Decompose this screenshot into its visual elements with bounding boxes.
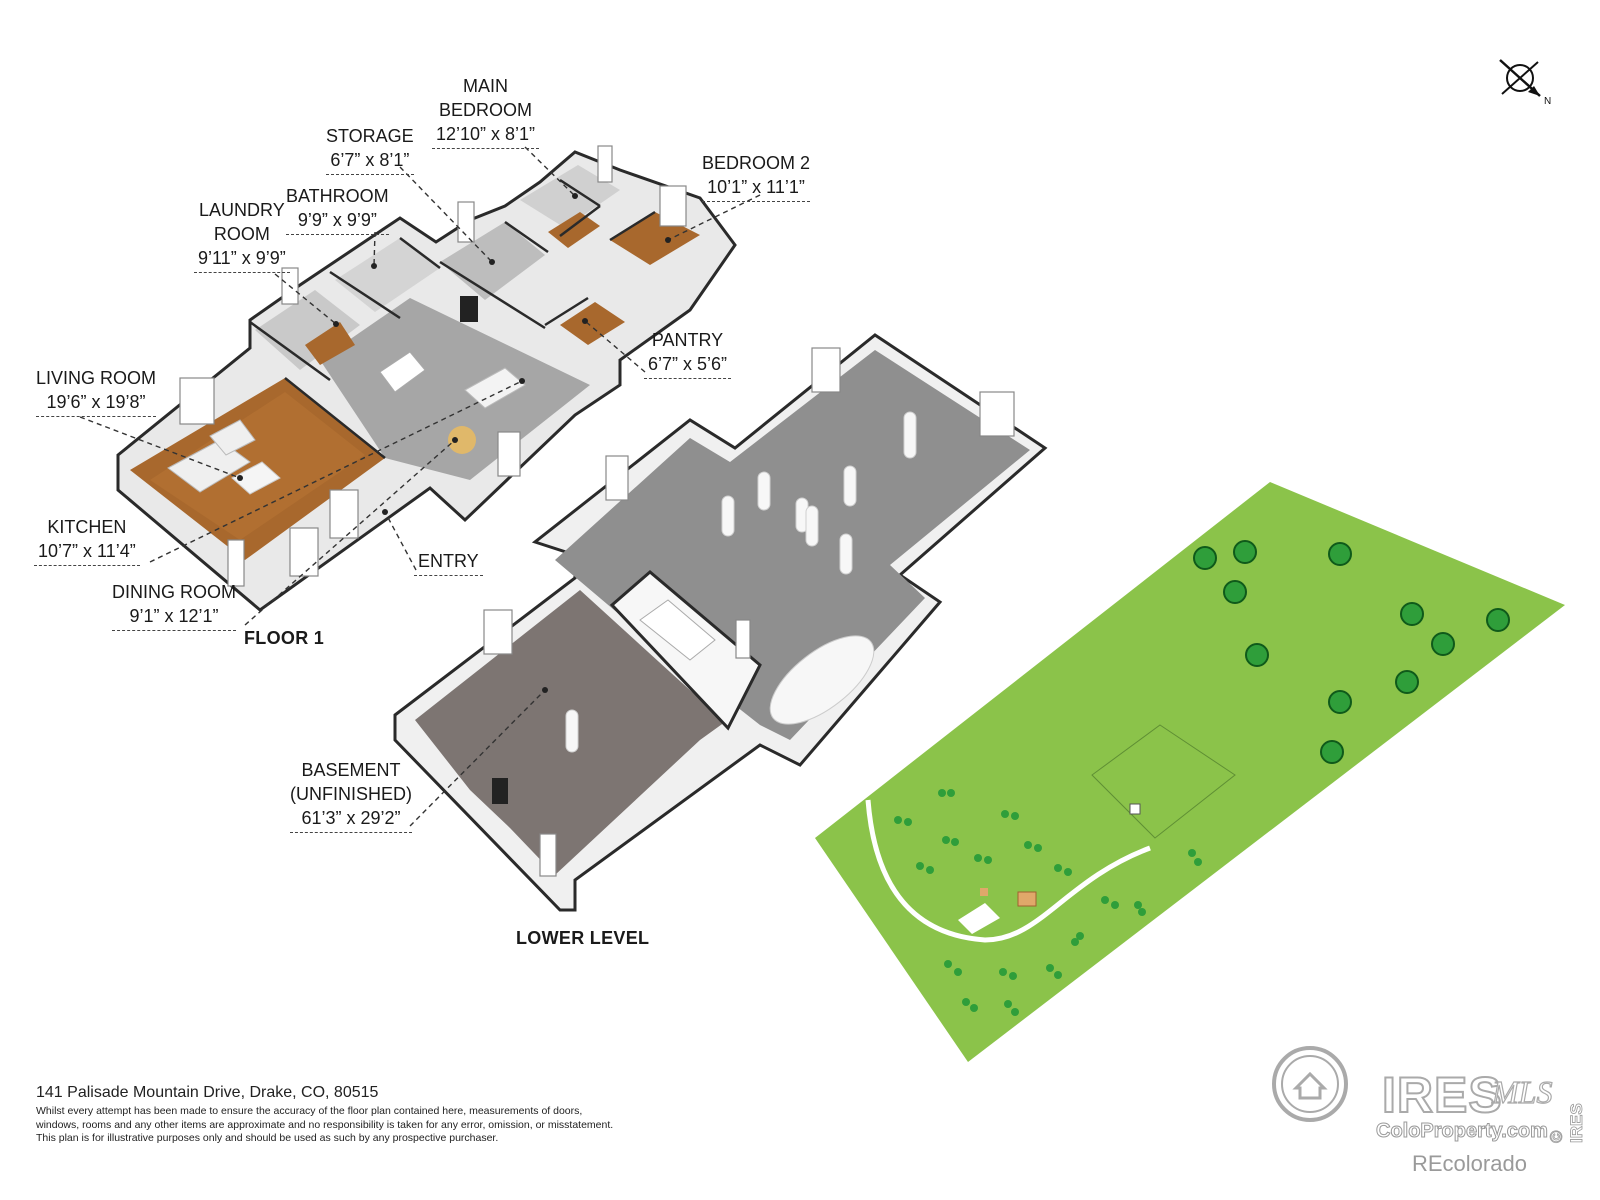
small-trees bbox=[894, 789, 1202, 1016]
property-address: 141 Palisade Mountain Drive, Drake, CO, … bbox=[36, 1084, 379, 1101]
dining-room-name: DINING ROOM bbox=[112, 582, 236, 602]
laundry-dim: 9’11” x 9’9” bbox=[194, 246, 290, 273]
label-anchor-dots bbox=[237, 193, 671, 693]
floor1-model bbox=[116, 145, 737, 612]
ires-copyright: © IRES bbox=[1547, 1103, 1587, 1143]
dining-table bbox=[448, 426, 476, 454]
bedroom2-name: BEDROOM 2 bbox=[702, 153, 811, 173]
dining-room-dim: 9’1” x 12’1” bbox=[112, 604, 236, 631]
floor1-windows bbox=[179, 145, 687, 587]
floor1-interior-walls bbox=[249, 178, 656, 459]
label-pantry: PANTRY 6’7” x 5’6” bbox=[644, 328, 732, 379]
bathroom-dim: 9’9” x 9’9” bbox=[286, 208, 389, 235]
basement-columns bbox=[565, 411, 917, 753]
label-storage: STORAGE 6’7” x 8’1” bbox=[326, 124, 414, 175]
lower-stairs bbox=[639, 599, 716, 661]
storage-dim: 6’7” x 8’1” bbox=[326, 148, 414, 175]
lower-level-title: LOWER LEVEL bbox=[516, 928, 650, 948]
lot-grass bbox=[815, 482, 1565, 1062]
laundry-name-1: LAUNDRY bbox=[199, 200, 285, 220]
ires-logo: IRES MLS ColoProperty.com © IRES bbox=[1294, 1062, 1594, 1146]
disclaimer-line-3: This plan is for illustrative purposes o… bbox=[36, 1132, 499, 1144]
label-entry: ENTRY bbox=[414, 549, 483, 576]
floor1-title: FLOOR 1 bbox=[244, 628, 325, 648]
basement-name-1: BASEMENT bbox=[301, 760, 401, 780]
lot-outbuilding-area bbox=[1091, 724, 1236, 839]
armchair bbox=[209, 419, 256, 456]
label-kitchen: KITCHEN 10’7” x 11’4” bbox=[34, 515, 140, 566]
large-trees bbox=[1193, 540, 1510, 764]
laundry-name-2: ROOM bbox=[213, 224, 270, 244]
basement-dim: 61’3” x 29’2” bbox=[290, 806, 412, 833]
recolorado-watermark: REcolorado bbox=[1412, 1151, 1527, 1176]
main-bedroom-floor bbox=[520, 165, 620, 228]
label-basement: BASEMENT (UNFINISHED) 61’3” x 29’2” bbox=[290, 758, 412, 833]
floor1-stairs bbox=[379, 351, 426, 393]
main-bedroom-dim: 12’10” x 8’1” bbox=[432, 122, 540, 149]
label-laundry: LAUNDRY ROOM 9’11” x 9’9” bbox=[194, 198, 290, 273]
parking-pad bbox=[958, 903, 1000, 934]
label-bedroom2: BEDROOM 2 10’1” x 11’1” bbox=[702, 151, 811, 202]
basement-name-2: (UNFINISHED) bbox=[290, 784, 412, 804]
shed-footprint bbox=[980, 888, 988, 896]
kitchen-floor bbox=[320, 298, 590, 480]
living-room-dim: 19’6” x 19’8” bbox=[36, 390, 157, 417]
disclaimer-line-1: Whilst every attempt has been made to en… bbox=[36, 1105, 583, 1117]
lower-level-model bbox=[393, 333, 1048, 912]
laundry-hall-floor bbox=[305, 322, 355, 365]
entry-name: ENTRY bbox=[414, 549, 483, 576]
kitchen-island bbox=[464, 367, 526, 409]
kitchen-dim: 10’7” x 11’4” bbox=[34, 539, 140, 566]
living-room-name: LIVING ROOM bbox=[36, 368, 157, 388]
coloproperty-text: ColoProperty.com bbox=[1376, 1120, 1549, 1143]
wood-stove bbox=[460, 296, 478, 322]
compass: N bbox=[1494, 52, 1564, 122]
mls-logo-text: MLS bbox=[1491, 1073, 1553, 1110]
ires-logo-emblem bbox=[1272, 1046, 1348, 1122]
house-footprint bbox=[1017, 891, 1037, 907]
disclaimer: Whilst every attempt has been made to en… bbox=[36, 1105, 736, 1146]
label-bathroom: BATHROOM 9’9” x 9’9” bbox=[286, 184, 389, 235]
pantry-dim: 6’7” x 5’6” bbox=[644, 352, 732, 379]
main-bedroom-name-2: BEDROOM bbox=[439, 100, 533, 120]
hallway-floor bbox=[548, 212, 600, 248]
footer: 141 Palisade Mountain Drive, Drake, CO, … bbox=[36, 1083, 736, 1146]
lower-windows bbox=[483, 347, 1015, 877]
coffee-table bbox=[231, 461, 281, 495]
label-main-bedroom: MAIN BEDROOM 12’10” x 8’1” bbox=[432, 74, 540, 149]
ires-logo-text: IRES bbox=[1381, 1066, 1503, 1124]
laundry-floor bbox=[255, 290, 360, 370]
label-leader-lines bbox=[79, 146, 761, 827]
bathroom-name: BATHROOM bbox=[286, 186, 389, 206]
outbuilding-marker bbox=[1129, 803, 1141, 815]
driveway bbox=[865, 799, 1151, 943]
bedroom2-dim: 10’1” x 11’1” bbox=[702, 175, 811, 202]
disclaimer-line-2: windows, rooms and any other items are a… bbox=[36, 1118, 614, 1131]
label-living-room: LIVING ROOM 19’6” x 19’8” bbox=[36, 366, 157, 417]
pantry-floor bbox=[560, 302, 625, 345]
storage-name: STORAGE bbox=[326, 126, 414, 146]
furnace bbox=[492, 778, 508, 804]
kitchen-name: KITCHEN bbox=[47, 517, 127, 537]
pantry-name: PANTRY bbox=[651, 330, 724, 350]
label-dining-room: DINING ROOM 9’1” x 12’1” bbox=[112, 580, 236, 631]
main-bedroom-name-1: MAIN bbox=[463, 76, 509, 96]
site-plan bbox=[815, 482, 1565, 1062]
round-tank bbox=[769, 635, 875, 725]
compass-north-label: N bbox=[1544, 96, 1552, 107]
compass-icon bbox=[1499, 59, 1541, 97]
